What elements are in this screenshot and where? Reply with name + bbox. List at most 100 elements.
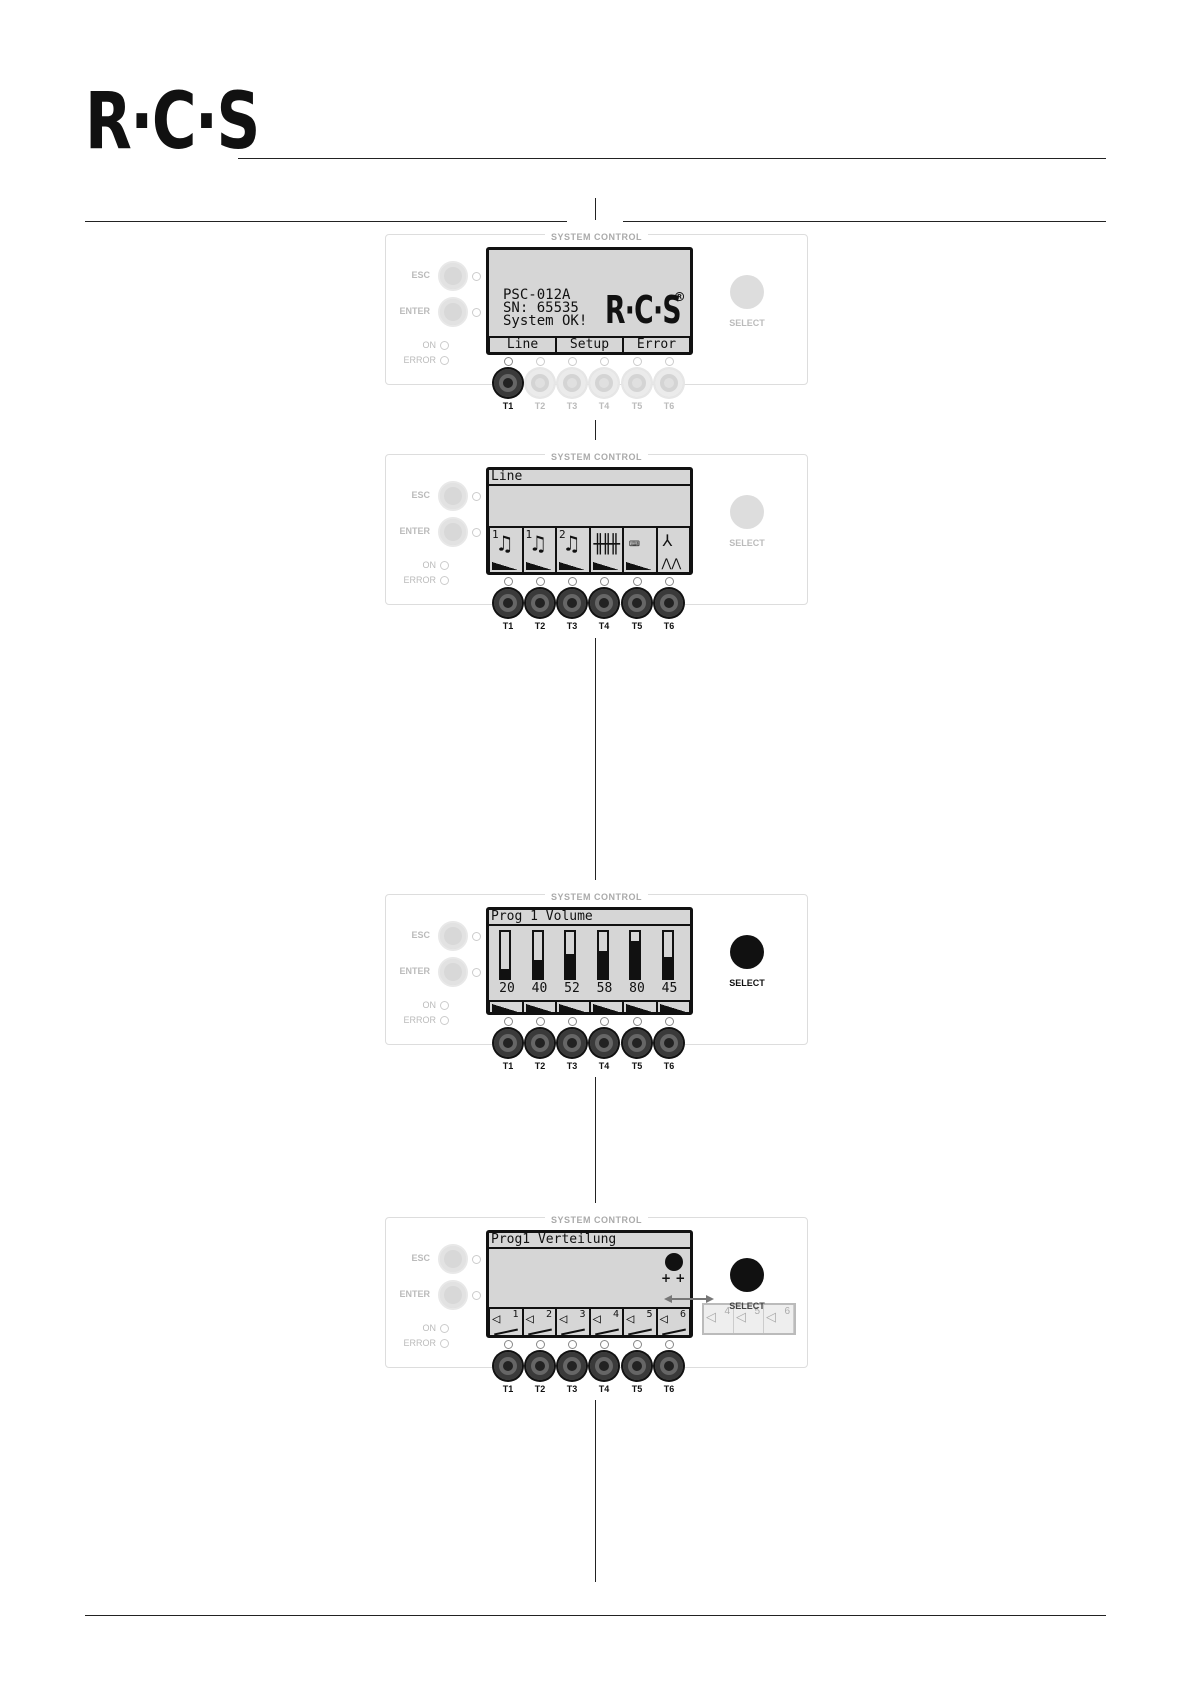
lcd-screen: PSC-012A SN: 65535 System OK! R·C·S ® Li…	[486, 247, 693, 355]
level-ramp-icon	[527, 1328, 552, 1335]
overflow-zone-cell: ◁6	[764, 1305, 794, 1333]
t1-button[interactable]	[494, 1029, 522, 1057]
softkey-setup[interactable]: Setup	[557, 338, 622, 352]
t3-button[interactable]	[558, 1352, 586, 1380]
connector-line	[595, 1400, 596, 1582]
esc-button[interactable]	[438, 921, 468, 951]
t5-button[interactable]	[623, 1029, 651, 1057]
zone-cell[interactable]: ◁6	[657, 1309, 689, 1335]
t6-button[interactable]	[655, 1029, 683, 1057]
level-ramp-icon	[492, 1004, 518, 1012]
esc-button[interactable]	[438, 261, 468, 291]
t3-label: T3	[566, 401, 578, 411]
esc-button[interactable]	[438, 1244, 468, 1274]
icon-number: 2	[559, 528, 566, 541]
t3-button[interactable]	[558, 369, 586, 397]
select-knob[interactable]	[730, 1258, 764, 1292]
overflow-zone-cell: ◁5	[734, 1305, 764, 1333]
level-ramp-icon	[559, 562, 585, 570]
t1-label: T1	[502, 1061, 514, 1071]
t6-label: T6	[663, 621, 675, 631]
on-led	[440, 1324, 449, 1333]
zone-cell[interactable]: ◁3	[557, 1309, 589, 1335]
error-label: ERROR	[403, 575, 436, 585]
lcd-title: Prog1 Verteilung	[489, 1233, 690, 1249]
line-icon-cell[interactable]: 1 ♫	[523, 528, 555, 572]
t4-button[interactable]	[590, 1029, 618, 1057]
level-ramp-icon	[494, 1328, 518, 1335]
speaker-icon: ◁	[559, 1311, 568, 1327]
t5-button[interactable]	[623, 589, 651, 617]
select-label: SELECT	[729, 978, 765, 988]
t4-button[interactable]	[590, 369, 618, 397]
line-icon-cell[interactable]: ⌨	[624, 528, 656, 572]
volume-bar-fill	[631, 941, 639, 978]
t6-button[interactable]	[655, 1352, 683, 1380]
t5-button[interactable]	[623, 369, 651, 397]
zone-number: 2	[545, 1309, 552, 1320]
on-label: ON	[422, 1323, 437, 1333]
t5-led	[633, 1340, 642, 1349]
enter-button[interactable]	[438, 297, 468, 327]
t2-button[interactable]	[526, 369, 554, 397]
softkey-line[interactable]: Line	[490, 338, 555, 352]
lcd-screen: Line 1 ♫ 1 ♫ 2 ♫ ╫╫╫ ⌨	[486, 467, 693, 575]
enter-led	[472, 968, 481, 977]
t3-button[interactable]	[558, 1029, 586, 1057]
volume-ramp-cell[interactable]	[557, 1002, 589, 1012]
volume-ramp-cell[interactable]	[624, 1002, 656, 1012]
zone-cell[interactable]: ◁4	[590, 1309, 622, 1335]
t6-led	[665, 357, 674, 366]
t1-button[interactable]	[494, 1352, 522, 1380]
t2-led	[536, 1340, 545, 1349]
volume-ramp-cell[interactable]	[657, 1002, 689, 1012]
enter-button[interactable]	[438, 517, 468, 547]
select-knob[interactable]	[730, 935, 764, 969]
volume-ramp-cell[interactable]	[490, 1002, 522, 1012]
enter-label: ENTER	[399, 1289, 430, 1299]
volume-bar	[629, 930, 641, 980]
select-knob[interactable]	[730, 275, 764, 309]
t2-button[interactable]	[526, 1029, 554, 1057]
line-icon-cell[interactable]: ╫╫╫	[590, 528, 622, 572]
esc-led	[472, 272, 481, 281]
level-ramp-icon	[661, 1328, 686, 1335]
zone-cell[interactable]: ◁1	[490, 1309, 522, 1335]
t4-led	[600, 357, 609, 366]
line-icon-cell[interactable]: ⅄ ⋀⋀	[657, 528, 689, 572]
t3-label: T3	[566, 1061, 578, 1071]
t2-button[interactable]	[526, 589, 554, 617]
t4-button[interactable]	[590, 589, 618, 617]
t5-button[interactable]	[623, 1352, 651, 1380]
error-led	[440, 1339, 449, 1348]
level-ramp-icon	[592, 1004, 619, 1012]
t3-button[interactable]	[558, 589, 586, 617]
header-rule	[238, 158, 1106, 159]
t1-label: T1	[502, 621, 514, 631]
t1-button[interactable]	[494, 369, 522, 397]
on-label: ON	[422, 340, 437, 350]
enter-button[interactable]	[438, 957, 468, 987]
line-icon-cell[interactable]: 2 ♫	[557, 528, 589, 572]
t2-button[interactable]	[526, 1352, 554, 1380]
select-knob[interactable]	[730, 495, 764, 529]
esc-led	[472, 492, 481, 501]
t6-button[interactable]	[655, 369, 683, 397]
error-led	[440, 576, 449, 585]
overflow-zone-strip: ◁4◁5◁6	[702, 1303, 796, 1335]
volume-ramp-cell[interactable]	[523, 1002, 555, 1012]
volume-ramp-cell[interactable]	[590, 1002, 622, 1012]
music-note-icon: ♫	[498, 532, 512, 557]
zone-cell[interactable]: ◁2	[523, 1309, 555, 1335]
t1-button[interactable]	[494, 589, 522, 617]
t5-label: T5	[631, 401, 643, 411]
enter-button[interactable]	[438, 1280, 468, 1310]
softkey-error[interactable]: Error	[624, 338, 689, 352]
t4-led	[600, 1017, 609, 1026]
esc-button[interactable]	[438, 481, 468, 511]
t4-button[interactable]	[590, 1352, 618, 1380]
zone-cell[interactable]: ◁5	[624, 1309, 656, 1335]
t5-led	[633, 577, 642, 586]
line-icon-cell[interactable]: 1 ♫	[490, 528, 522, 572]
t6-button[interactable]	[655, 589, 683, 617]
